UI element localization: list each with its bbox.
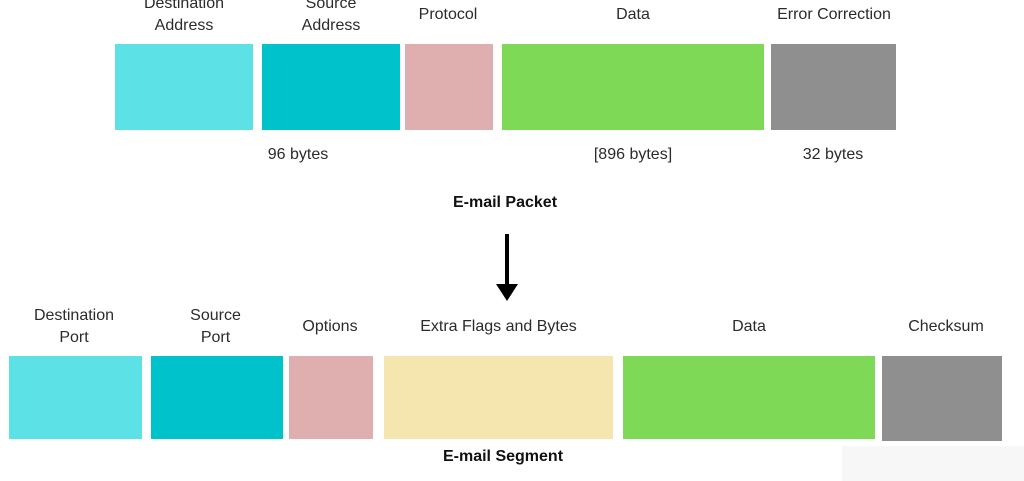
segment-caption: E-mail Segment bbox=[442, 448, 564, 465]
packet-block-destination-address bbox=[115, 44, 253, 130]
packet-field-label-source-address: Source Address bbox=[301, 0, 361, 34]
packet-field-label-data: Data bbox=[616, 6, 650, 23]
packet-field-label-protocol: Protocol bbox=[418, 6, 478, 23]
segment-field-label-data: Data bbox=[732, 318, 766, 335]
segment-block-extra-flags bbox=[384, 356, 613, 439]
packet-field-label-destination-address: Destination Address bbox=[143, 0, 225, 34]
segment-field-label-extra-flags: Extra Flags and Bytes bbox=[420, 318, 577, 335]
packet-size-address: 96 bytes bbox=[267, 146, 329, 163]
down-arrow-icon bbox=[496, 234, 518, 301]
segment-block-destination-port bbox=[9, 356, 142, 439]
packet-block-data bbox=[502, 44, 764, 130]
packet-size-error-correction: 32 bytes bbox=[802, 146, 864, 163]
segment-field-label-destination-port: Destination Port bbox=[33, 307, 115, 346]
segment-block-data bbox=[623, 356, 875, 439]
packet-block-protocol bbox=[405, 44, 493, 130]
segment-field-label-source-port: Source Port bbox=[190, 307, 241, 346]
segment-block-checksum bbox=[882, 356, 1002, 441]
packet-field-label-error-correction: Error Correction bbox=[777, 6, 891, 23]
packet-size-data: [896 bytes] bbox=[593, 146, 673, 163]
segment-field-label-checksum: Checksum bbox=[908, 318, 984, 335]
background-panel-bottom bbox=[0, 446, 842, 481]
packet-block-error-correction bbox=[771, 44, 896, 130]
segment-field-label-options: Options bbox=[302, 318, 358, 335]
segment-block-options bbox=[289, 356, 373, 439]
packet-caption: E-mail Packet bbox=[452, 194, 558, 211]
packet-block-source-address bbox=[262, 44, 400, 130]
segment-block-source-port bbox=[151, 356, 283, 439]
